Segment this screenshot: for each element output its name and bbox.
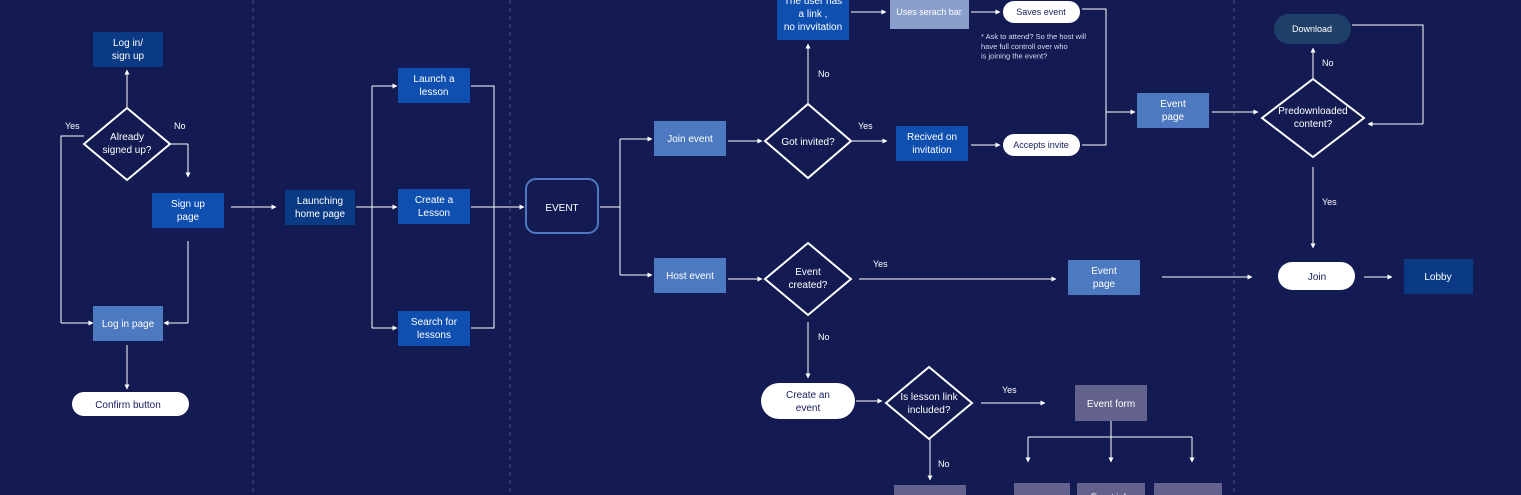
download-pill[interactable]: Download — [1274, 14, 1351, 44]
node-lobby[interactable]: Lobby — [1404, 259, 1473, 294]
node-label: Join event — [667, 134, 713, 145]
node-label: EVENT — [545, 203, 578, 214]
node-label: Confirm button — [95, 400, 161, 411]
accepts-invite-pill[interactable]: Accepts invite — [1003, 134, 1080, 156]
edge-label-yes: Yes — [873, 259, 888, 269]
node-login-signup[interactable]: Log in/sign up — [93, 32, 163, 67]
join-pill[interactable]: Join — [1278, 262, 1355, 290]
edge-label-no: No — [818, 332, 830, 342]
decision-got-invited[interactable]: Got invited? — [763, 102, 853, 180]
node-uses-search-bar[interactable]: Uses serach bar — [890, 0, 969, 29]
node-label: Event form — [1087, 399, 1135, 410]
connectors — [60, 8, 1424, 481]
confirm-button[interactable]: Confirm button — [72, 392, 189, 416]
saves-event-pill[interactable]: Saves event — [1003, 1, 1080, 23]
node-log-in-page[interactable]: Log in page — [93, 306, 163, 341]
node-label: Download — [1292, 24, 1332, 34]
node-label: Lobby — [1424, 272, 1451, 283]
node-label: Host event — [666, 271, 714, 282]
node-label: Accepts invite — [1013, 140, 1069, 150]
node-label: Join — [1308, 272, 1326, 283]
edge-label-yes: Yes — [858, 121, 873, 131]
node-event[interactable]: EVENT — [525, 178, 599, 234]
node-bottom-left[interactable] — [894, 485, 966, 495]
edge-label-no: No — [818, 69, 830, 79]
node-bottom-1[interactable] — [1014, 483, 1070, 495]
edge-label-yes: Yes — [65, 121, 80, 131]
node-bottom-2[interactable]: Event info — [1077, 483, 1145, 495]
node-bottom-3[interactable] — [1154, 483, 1222, 495]
edge-label-yes: Yes — [1322, 197, 1337, 207]
edge-label-yes: Yes — [1002, 385, 1017, 395]
node-label: Log in/sign up — [112, 38, 145, 62]
edge-label-no: No — [938, 459, 950, 469]
node-event-form[interactable]: Event form — [1075, 385, 1147, 421]
node-join-event[interactable]: Join event — [654, 121, 726, 156]
edge-labels: Yes No No Yes Yes No No Yes Yes No — [65, 58, 1337, 469]
edge-label-no: No — [1322, 58, 1334, 68]
node-label: Got invited? — [781, 137, 835, 148]
node-label: Uses serach bar — [896, 7, 962, 17]
edge-label-no: No — [174, 121, 186, 131]
node-host-event[interactable]: Host event — [654, 258, 726, 293]
node-label: Log in page — [102, 319, 155, 330]
node-label: Event info — [1091, 492, 1131, 495]
node-label: Saves event — [1016, 7, 1066, 17]
